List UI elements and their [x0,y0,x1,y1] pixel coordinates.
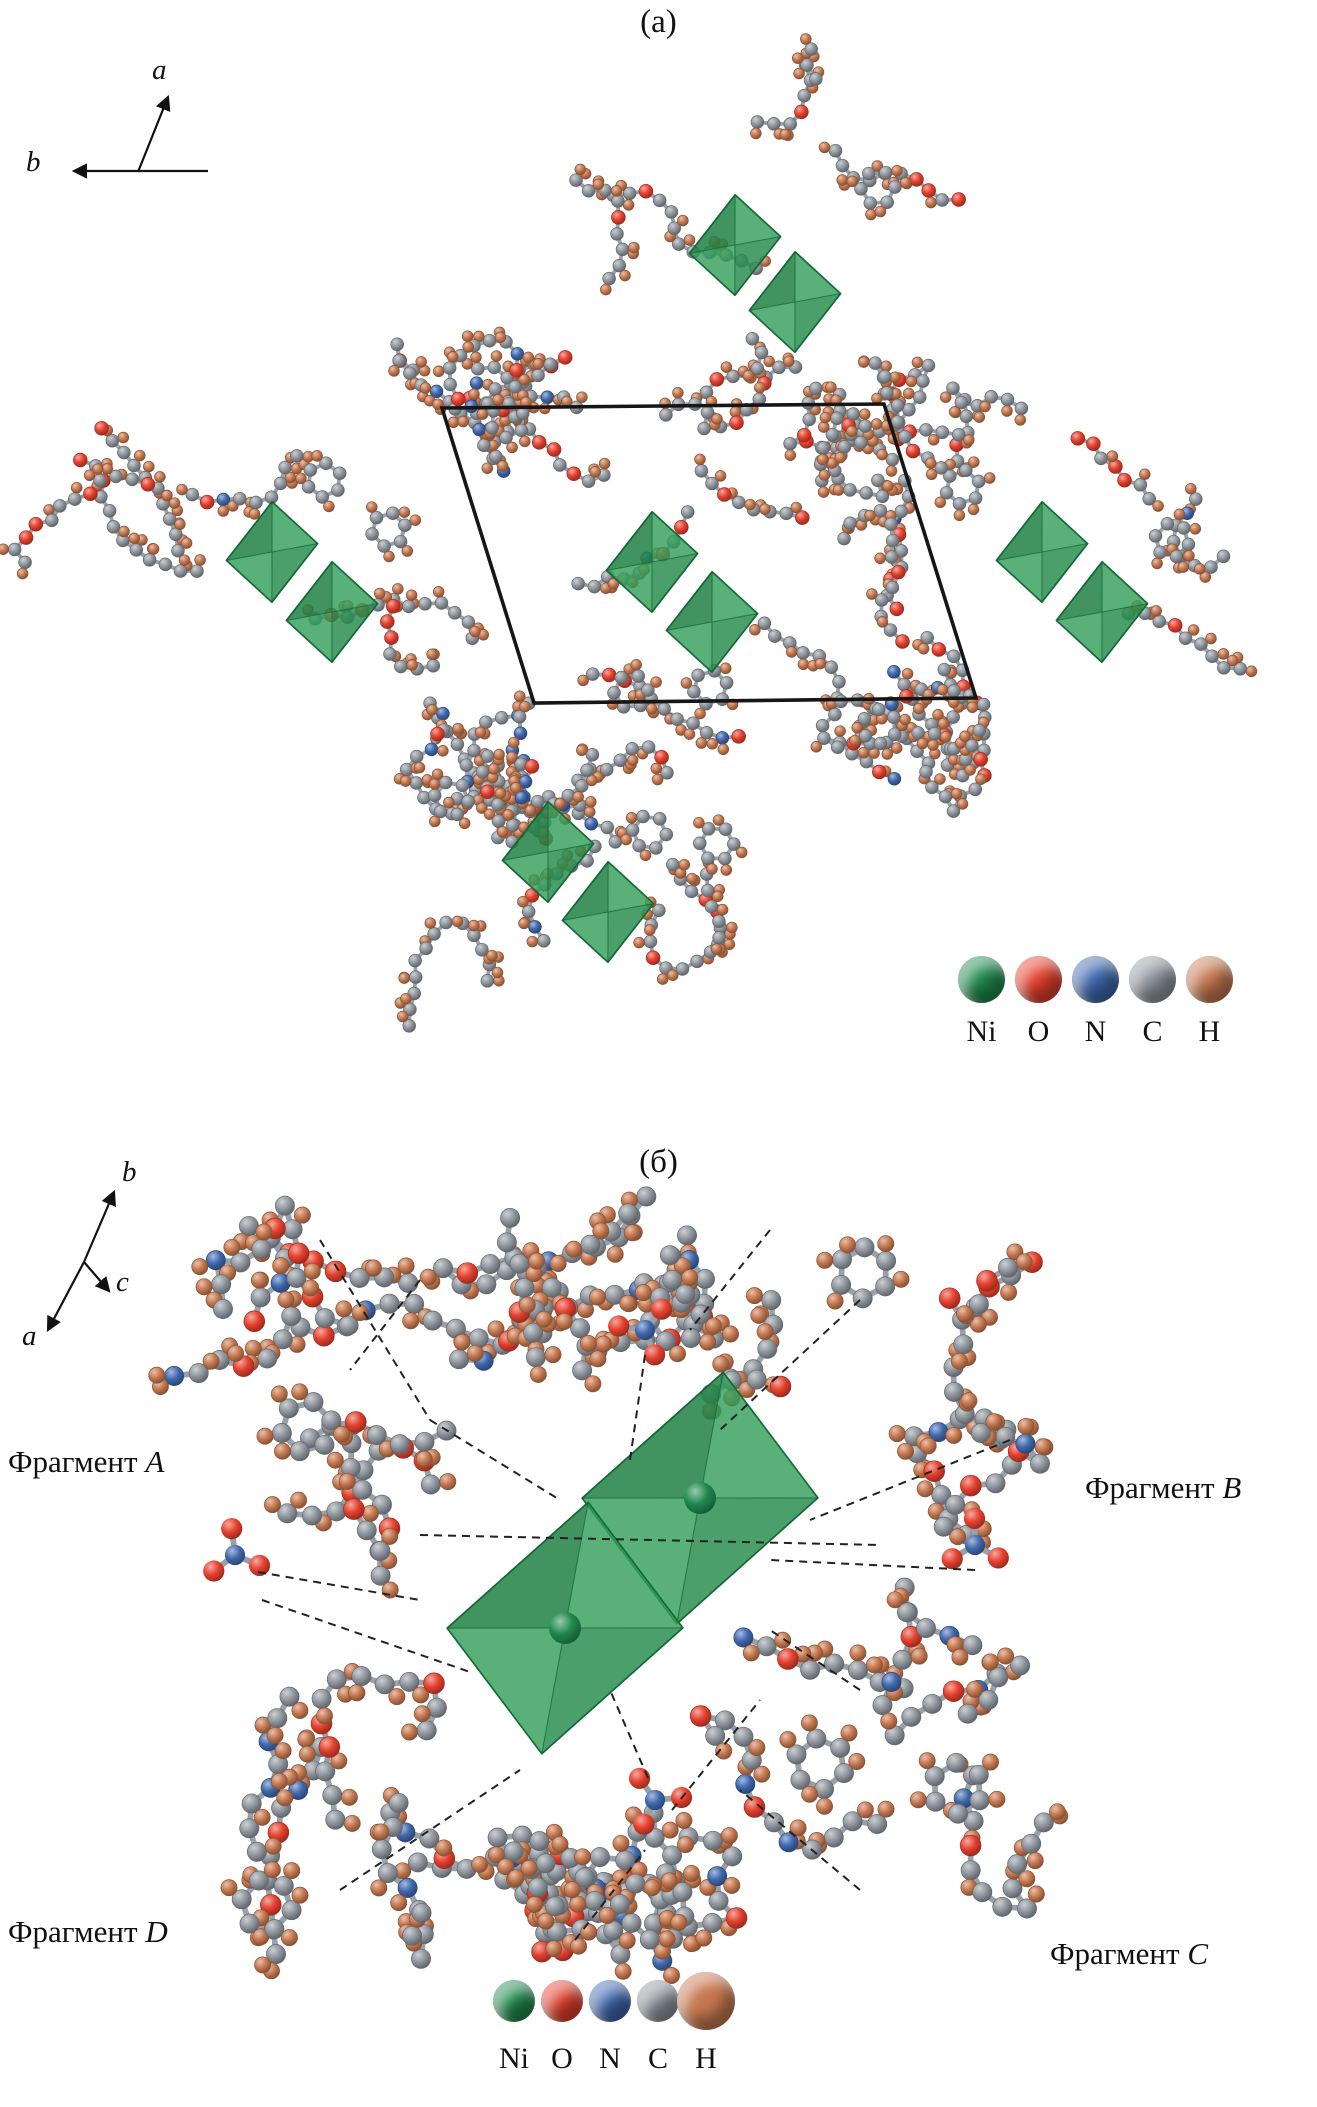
o-sphere-icon [541,1980,583,2022]
legend-label-c: C [1142,1015,1163,1048]
panel-a-legend: Ni O N C H [953,956,1238,1049]
fragment-b-letter: B [1222,1470,1242,1505]
fragment-d-word: Фрагмент [8,1914,138,1949]
c-sphere-icon [1129,956,1176,1003]
legend-label-c: C [647,2042,668,2075]
fragment-a-letter: A [145,1444,165,1479]
legend-label-ni: Ni [966,1015,997,1048]
legend-label-h: H [695,2042,717,2075]
ni-sphere-icon [493,1980,535,2022]
panel-a-packing-structure [0,33,1258,1033]
legend-label-h: H [1198,1015,1221,1048]
panel-b-legend-spheres [490,1972,735,2030]
fragment-c-word: Фрагмент [1050,1936,1180,1971]
fragment-c-label: Фрагмент C [1050,1938,1208,1969]
fragment-b-label: Фрагмент B [1085,1472,1241,1503]
fragment-d-label: Фрагмент D [8,1916,168,1947]
panel-a-title: (а) [640,4,677,40]
panel-b-fragment-structure [46,1186,1069,1984]
panel-a-legend-spheres [953,956,1238,1003]
panel-b-axis-c-label: c [116,1266,129,1298]
fragment-a-word: Фрагмент [8,1444,138,1479]
legend-label-o: O [551,2042,573,2075]
panel-a-axis-a-label: a [152,54,167,86]
legend-label-o: O [1027,1015,1050,1048]
panel-b-legend-labels: Ni O N C H [490,2042,730,2076]
fragment-a-label: Фрагмент A [8,1446,164,1477]
n-sphere-icon [1072,956,1119,1003]
panel-a-axis-b-label: b [26,146,41,178]
fragment-b-word: Фрагмент [1085,1470,1215,1505]
legend-label-ni: Ni [499,2042,529,2075]
fragment-c-letter: C [1187,1936,1209,1971]
panel-b-axis-b-label: b [122,1156,137,1188]
legend-label-n: N [599,2042,621,2075]
n-sphere-icon [589,1980,631,2022]
ni-sphere-icon [958,956,1005,1003]
legend-label-n: N [1084,1015,1107,1048]
h-sphere-icon [1186,956,1233,1003]
o-sphere-icon [1015,956,1062,1003]
fragment-d-letter: D [145,1914,168,1949]
panel-b-axis-a-label: a [22,1320,37,1352]
panel-b-legend: Ni O N C H [490,1972,735,2076]
c-sphere-icon [637,1980,679,2022]
h-sphere-icon [677,1972,735,2030]
panel-b-title: (б) [639,1144,678,1180]
panel-a-legend-labels: Ni O N C H [953,1015,1238,1049]
